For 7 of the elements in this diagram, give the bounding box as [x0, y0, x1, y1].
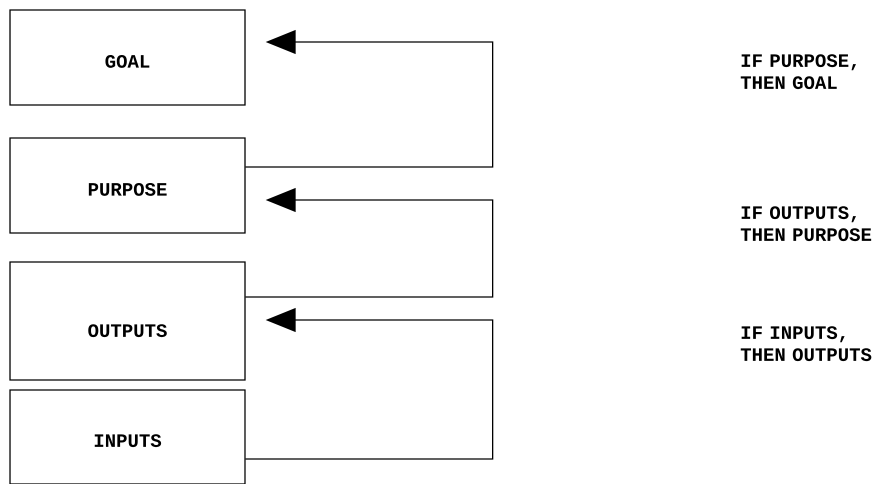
process-box: GOAL — [9, 9, 246, 106]
note: IF INPUTS, THEN OUTPUTS — [740, 326, 872, 362]
process-box: PURPOSE — [9, 137, 246, 234]
note: IF PURPOSE, THEN GOAL — [740, 54, 856, 90]
process-box: OUTPUTS — [9, 261, 246, 381]
process-box: INPUTS — [9, 389, 246, 484]
note: IF OUTPUTS, THEN PURPOSE — [740, 206, 872, 242]
